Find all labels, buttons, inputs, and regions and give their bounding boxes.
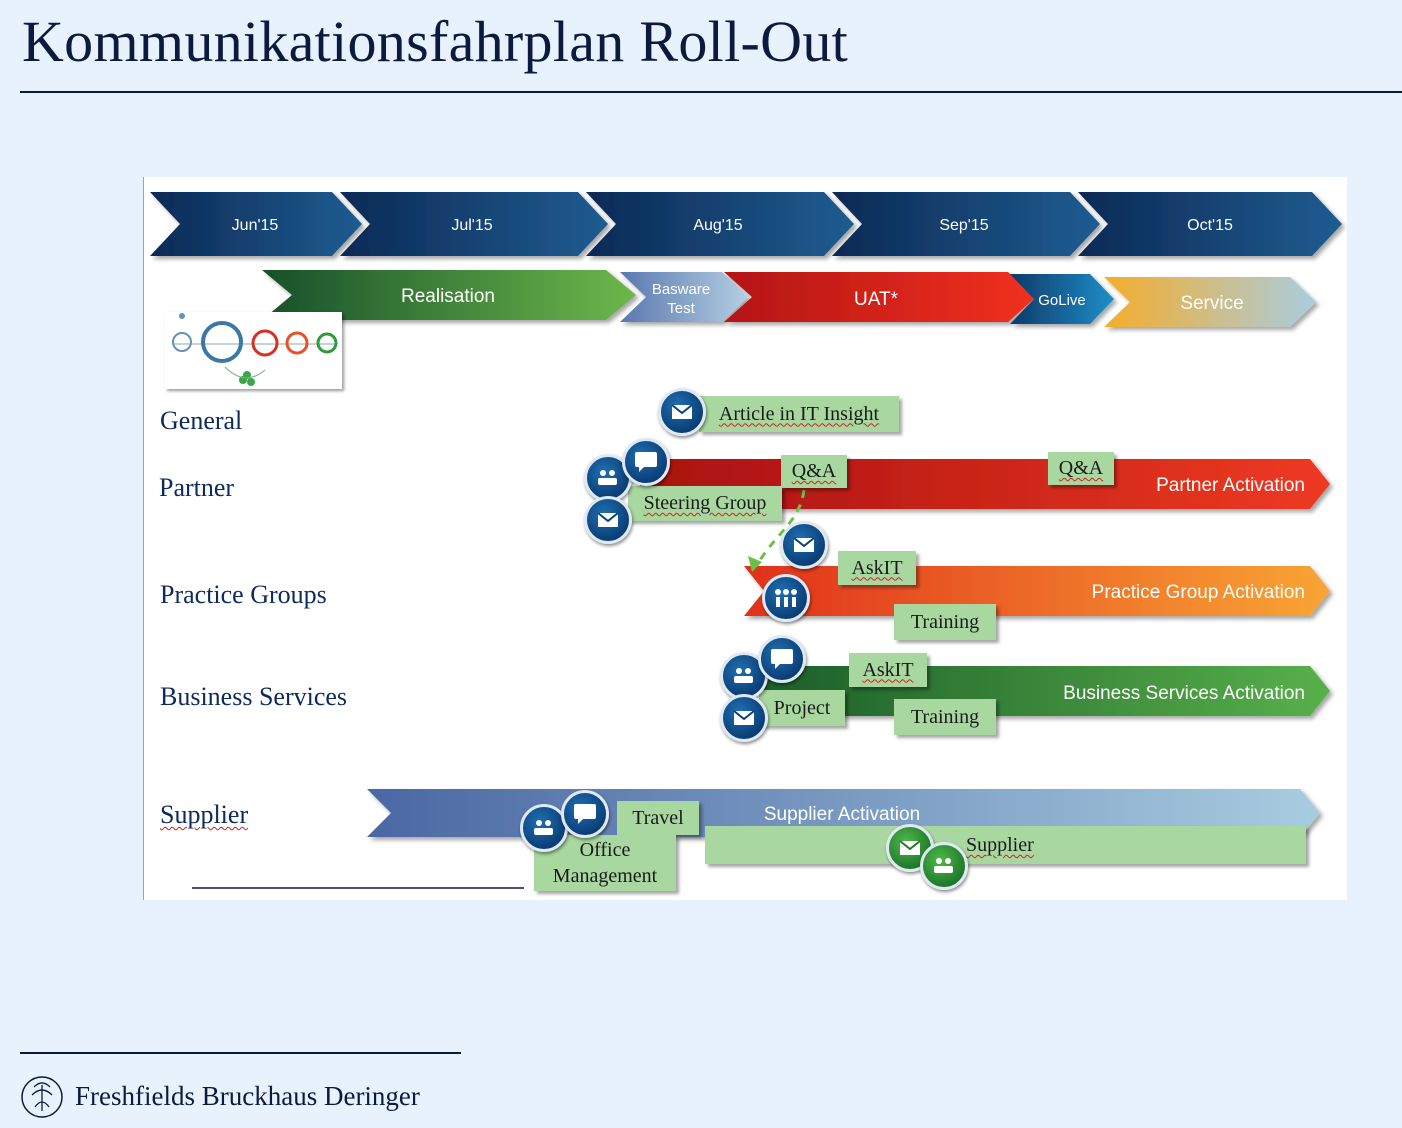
title-divider (20, 91, 1402, 93)
month-label-sep: Sep'15 (939, 217, 988, 234)
label-travel: Travel (617, 801, 699, 835)
connector-arrowhead (748, 556, 762, 572)
process-cycle-graphic (172, 313, 338, 386)
label-training-business: Training (894, 699, 996, 735)
month-chevron-jul (340, 192, 608, 256)
label-askit-business: AskIT (849, 653, 927, 687)
label-steering-group-text: Steering Group (643, 492, 767, 514)
label-supplier-text: Supplier (966, 834, 1034, 856)
phase-realisation (262, 270, 636, 320)
label-askit-practice-text: AskIT (851, 556, 903, 579)
firm-logo-icon (21, 1076, 63, 1118)
label-training-practice-text: Training (910, 610, 980, 633)
month-timeline (150, 192, 1342, 256)
month-label-jul: Jul'15 (451, 217, 492, 234)
label-steering-group: Steering Group (628, 486, 782, 521)
mail-icon (658, 388, 706, 436)
label-travel-text: Travel (632, 806, 684, 829)
phase-label-realisation: Realisation (401, 286, 495, 307)
label-office-line-2: Management (552, 865, 658, 887)
label-project-text: Project (773, 696, 831, 719)
label-askit-business-text: AskIT (862, 658, 914, 681)
phase-golive (1010, 274, 1114, 324)
label-article-it-insight: Article in IT Insight (699, 396, 899, 432)
phase-label-service: Service (1180, 293, 1243, 314)
chat-bubble-icon (622, 438, 670, 486)
month-label-jun: Jun'15 (232, 217, 279, 234)
month-label-aug: Aug'15 (693, 217, 742, 234)
practice-group-activation-label: Practice Group Activation (1092, 582, 1305, 603)
label-training-practice: Training (894, 604, 996, 640)
phase-label-uat: UAT* (854, 289, 899, 310)
supplier-activation-label: Supplier Activation (764, 804, 920, 825)
row-label-supplier: Supplier (160, 800, 249, 829)
meeting-icon (762, 574, 810, 622)
phase-service (1104, 277, 1316, 327)
phase-label-golive: GoLive (1038, 292, 1086, 309)
chat-bubble-icon (758, 635, 806, 683)
month-chevron-jun (150, 192, 362, 256)
label-article-text: Article in IT Insight (718, 402, 880, 425)
firm-name: Freshfields Bruckhaus Deringer (75, 1081, 420, 1111)
mail-icon (584, 496, 632, 544)
row-label-business-services: Business Services (160, 682, 348, 711)
month-chevron-sep (832, 192, 1100, 256)
row-label-practice-groups: Practice Groups (160, 580, 327, 609)
label-qa-1: Q&A (781, 455, 847, 488)
group-icon (920, 842, 968, 890)
phase-timeline (262, 270, 1316, 327)
mail-icon (780, 521, 828, 569)
label-qa-1-text: Q&A (791, 460, 837, 482)
phase-basware-test (620, 272, 748, 322)
footer-divider (20, 1052, 461, 1054)
month-label-oct: Oct'15 (1187, 217, 1233, 234)
phase-label-basware-2: Test (667, 300, 695, 317)
month-chevron-aug (586, 192, 854, 256)
mail-icon (720, 694, 768, 742)
phase-label-basware-1: Basware (652, 281, 710, 298)
label-supplier-strip (705, 826, 1306, 864)
label-training-business-text: Training (910, 705, 980, 728)
month-chevron-oct (1078, 192, 1342, 256)
label-office-line-1: Office (579, 839, 631, 861)
label-askit-practice: AskIT (838, 551, 916, 585)
process-cycle-thumbnail (165, 312, 342, 389)
partner-activation-label: Partner Activation (1156, 475, 1305, 496)
label-project: Project (759, 690, 845, 726)
label-qa-2: Q&A (1048, 452, 1114, 485)
business-services-activation-label: Business Services Activation (1063, 683, 1305, 704)
phase-uat (724, 272, 1036, 322)
row-label-general: General (160, 406, 243, 435)
row-label-partner: Partner (159, 473, 235, 502)
page-title: Kommunikationsfahrplan Roll-Out (22, 9, 849, 74)
chat-bubble-icon (561, 790, 609, 838)
label-qa-2-text: Q&A (1058, 457, 1104, 479)
